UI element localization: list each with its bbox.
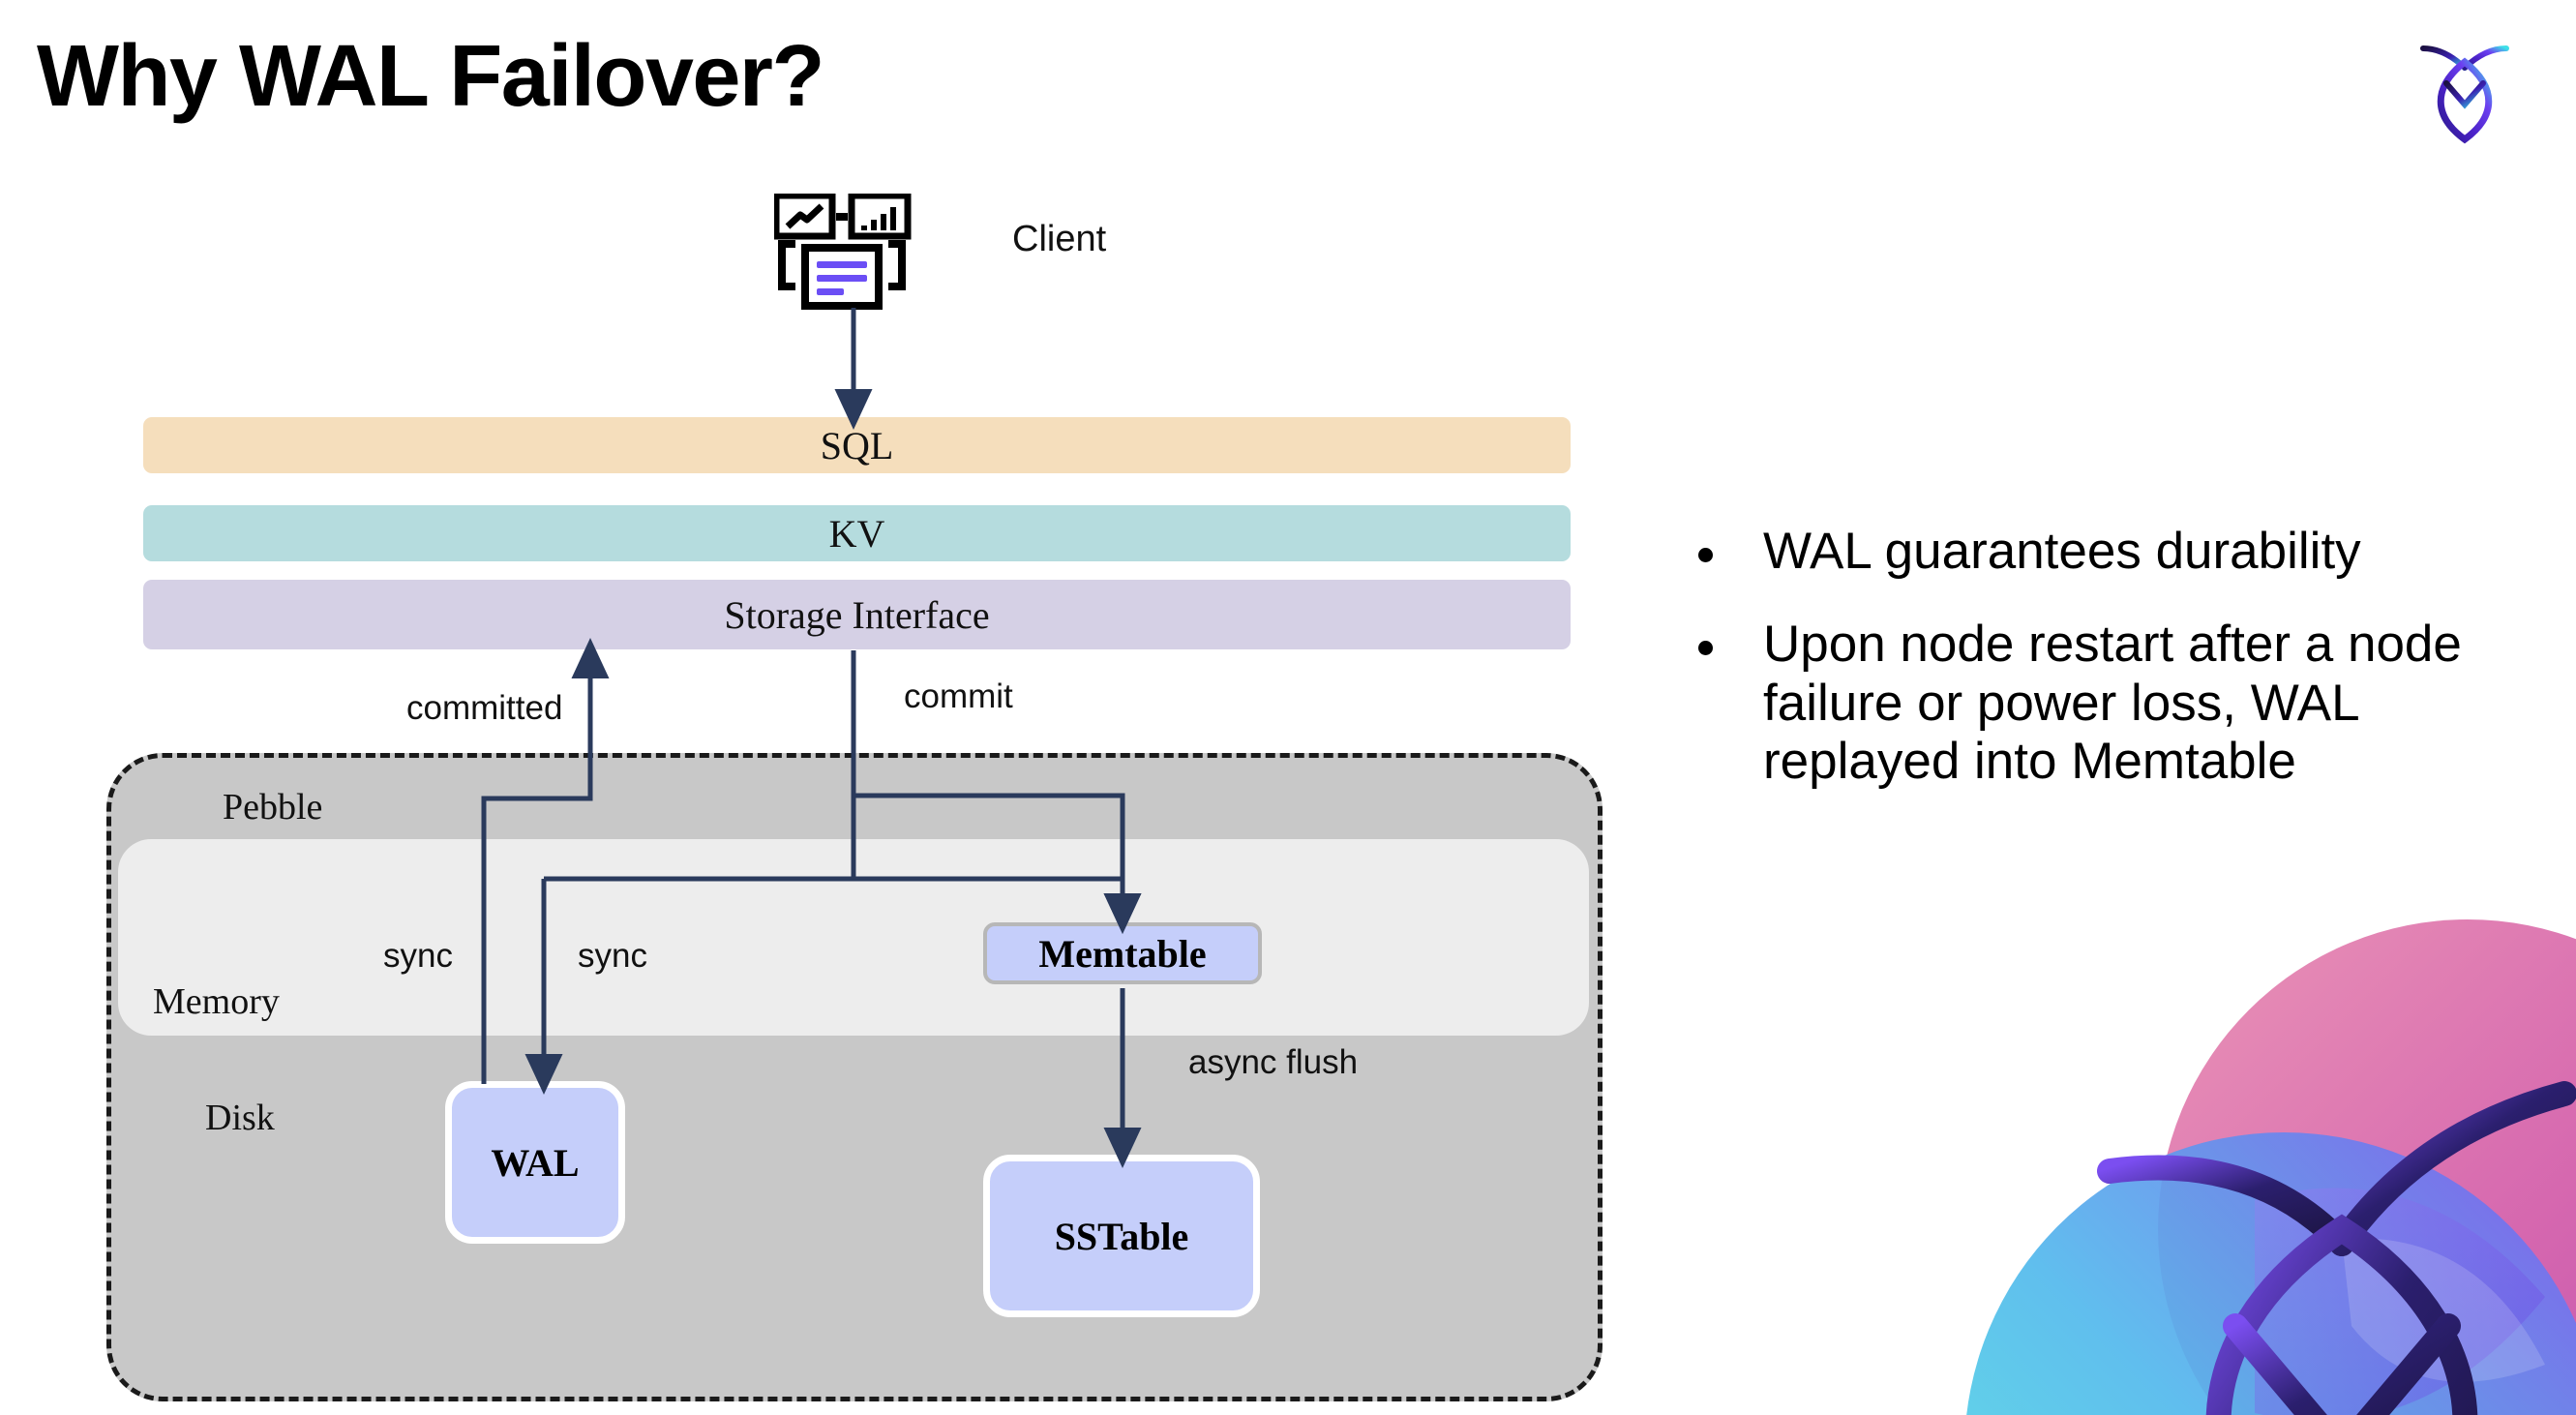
layer-bar-storage-interface: Storage Interface	[143, 580, 1571, 649]
client-monitor-icon	[772, 192, 929, 310]
node-label-wal: WAL	[491, 1140, 580, 1185]
bullet-text: WAL guarantees durability	[1763, 523, 2361, 580]
page-title: Why WAL Failover?	[37, 28, 824, 125]
decorative-brand-artwork	[1964, 910, 2576, 1415]
edge-label-committed: committed	[406, 689, 563, 727]
wal-architecture-diagram: Client SQL KV Storage Interface Pebble M…	[106, 192, 1603, 1401]
node-wal: WAL	[445, 1081, 625, 1244]
node-memtable: Memtable	[983, 922, 1262, 984]
node-label-memtable: Memtable	[1038, 931, 1207, 976]
node-label-sstable: SSTable	[1054, 1214, 1189, 1258]
edge-label-async-flush: async flush	[1188, 1043, 1359, 1081]
layer-label-sql: SQL	[820, 423, 894, 467]
bullet-text: Upon node restart after a node failure o…	[1763, 616, 2462, 791]
pebble-label: Pebble	[223, 787, 323, 828]
bullet-list: WAL guarantees durability Upon node rest…	[1698, 523, 2531, 827]
edge-label-sync-left: sync	[383, 937, 453, 975]
client-label: Client	[1012, 219, 1107, 259]
layer-label-kv: KV	[828, 511, 885, 556]
layer-bar-kv: KV	[143, 505, 1571, 561]
memory-label: Memory	[153, 981, 280, 1022]
bullet-dot-icon	[1698, 641, 1713, 656]
layer-label-storage-interface: Storage Interface	[724, 592, 990, 637]
list-item: WAL guarantees durability	[1698, 523, 2531, 581]
node-sstable: SSTable	[983, 1155, 1260, 1317]
edge-label-sync-right: sync	[578, 937, 647, 975]
list-item: Upon node restart after a node failure o…	[1698, 616, 2531, 791]
disk-label: Disk	[205, 1098, 275, 1138]
bullet-dot-icon	[1698, 548, 1713, 562]
edge-label-commit: commit	[904, 677, 1013, 715]
layer-bar-sql: SQL	[143, 417, 1571, 473]
memory-region	[118, 839, 1589, 1036]
cockroachdb-logo	[2411, 31, 2518, 147]
